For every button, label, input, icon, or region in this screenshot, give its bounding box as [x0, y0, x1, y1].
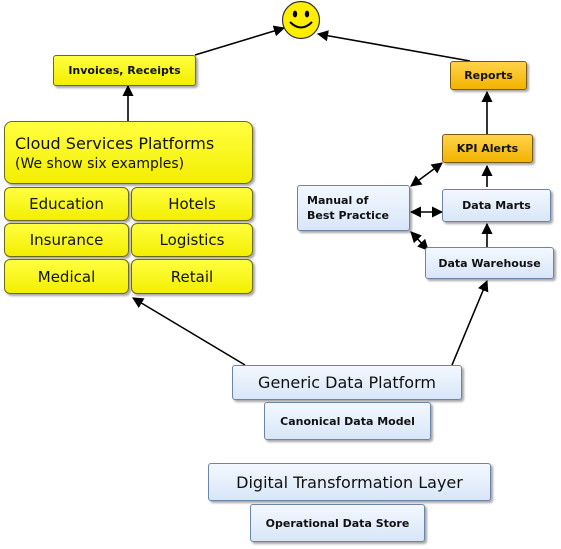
kpi-alerts-box: KPI Alerts [442, 134, 533, 163]
operational-data-store-label: Operational Data Store [265, 516, 410, 530]
cloud-example-label: Insurance [29, 231, 104, 249]
digital-transformation-layer-label: Digital Transformation Layer [236, 472, 463, 492]
operational-data-store-box: Operational Data Store [250, 504, 425, 542]
canonical-data-model-box: Canonical Data Model [264, 402, 431, 440]
data-marts-label: Data Marts [462, 199, 531, 212]
arrow-platform-to-cloud [132, 297, 246, 366]
invoices-receipts-label: Invoices, Receipts [68, 64, 181, 77]
cloud-example-education: Education [4, 187, 129, 221]
arrow-reports-to-smiley [316, 30, 471, 62]
cloud-example-retail: Retail [131, 259, 253, 294]
digital-transformation-layer-box: Digital Transformation Layer [208, 463, 491, 501]
generic-data-platform-label: Generic Data Platform [258, 373, 436, 392]
cloud-services-subtitle: (We show six examples) [15, 155, 185, 172]
cloud-services-title-box: Cloud Services Platforms (We show six ex… [4, 121, 253, 184]
kpi-alerts-label: KPI Alerts [456, 142, 519, 155]
cloud-example-label: Hotels [168, 195, 216, 213]
arrow-invoices-to-smiley [194, 25, 286, 56]
reports-box: Reports [450, 61, 527, 90]
manual-label-line1: Manual of [307, 194, 369, 207]
cloud-services-title: Cloud Services Platforms [15, 133, 215, 153]
cloud-example-insurance: Insurance [4, 223, 129, 257]
cloud-example-logistics: Logistics [131, 223, 253, 257]
data-marts-box: Data Marts [442, 189, 551, 222]
arrow-manual-kpi [410, 162, 443, 187]
data-warehouse-label: Data Warehouse [438, 256, 541, 270]
cloud-example-label: Education [29, 195, 104, 213]
generic-data-platform-box: Generic Data Platform [232, 365, 462, 400]
cloud-example-label: Medical [37, 267, 96, 286]
manual-best-practice-box: Manual of Best Practice [297, 185, 410, 231]
canonical-data-model-label: Canonical Data Model [280, 414, 415, 428]
reports-label: Reports [464, 69, 513, 82]
invoices-receipts-box: Invoices, Receipts [53, 55, 196, 86]
smiley-face-icon [281, 0, 321, 40]
cloud-example-label: Retail [170, 267, 214, 286]
cloud-example-medical: Medical [4, 259, 129, 294]
manual-label-line2: Best Practice [307, 209, 389, 222]
data-warehouse-box: Data Warehouse [425, 247, 554, 279]
cloud-example-hotels: Hotels [131, 187, 253, 221]
arrow-platform-to-warehouse [451, 279, 489, 366]
cloud-example-label: Logistics [159, 231, 225, 249]
